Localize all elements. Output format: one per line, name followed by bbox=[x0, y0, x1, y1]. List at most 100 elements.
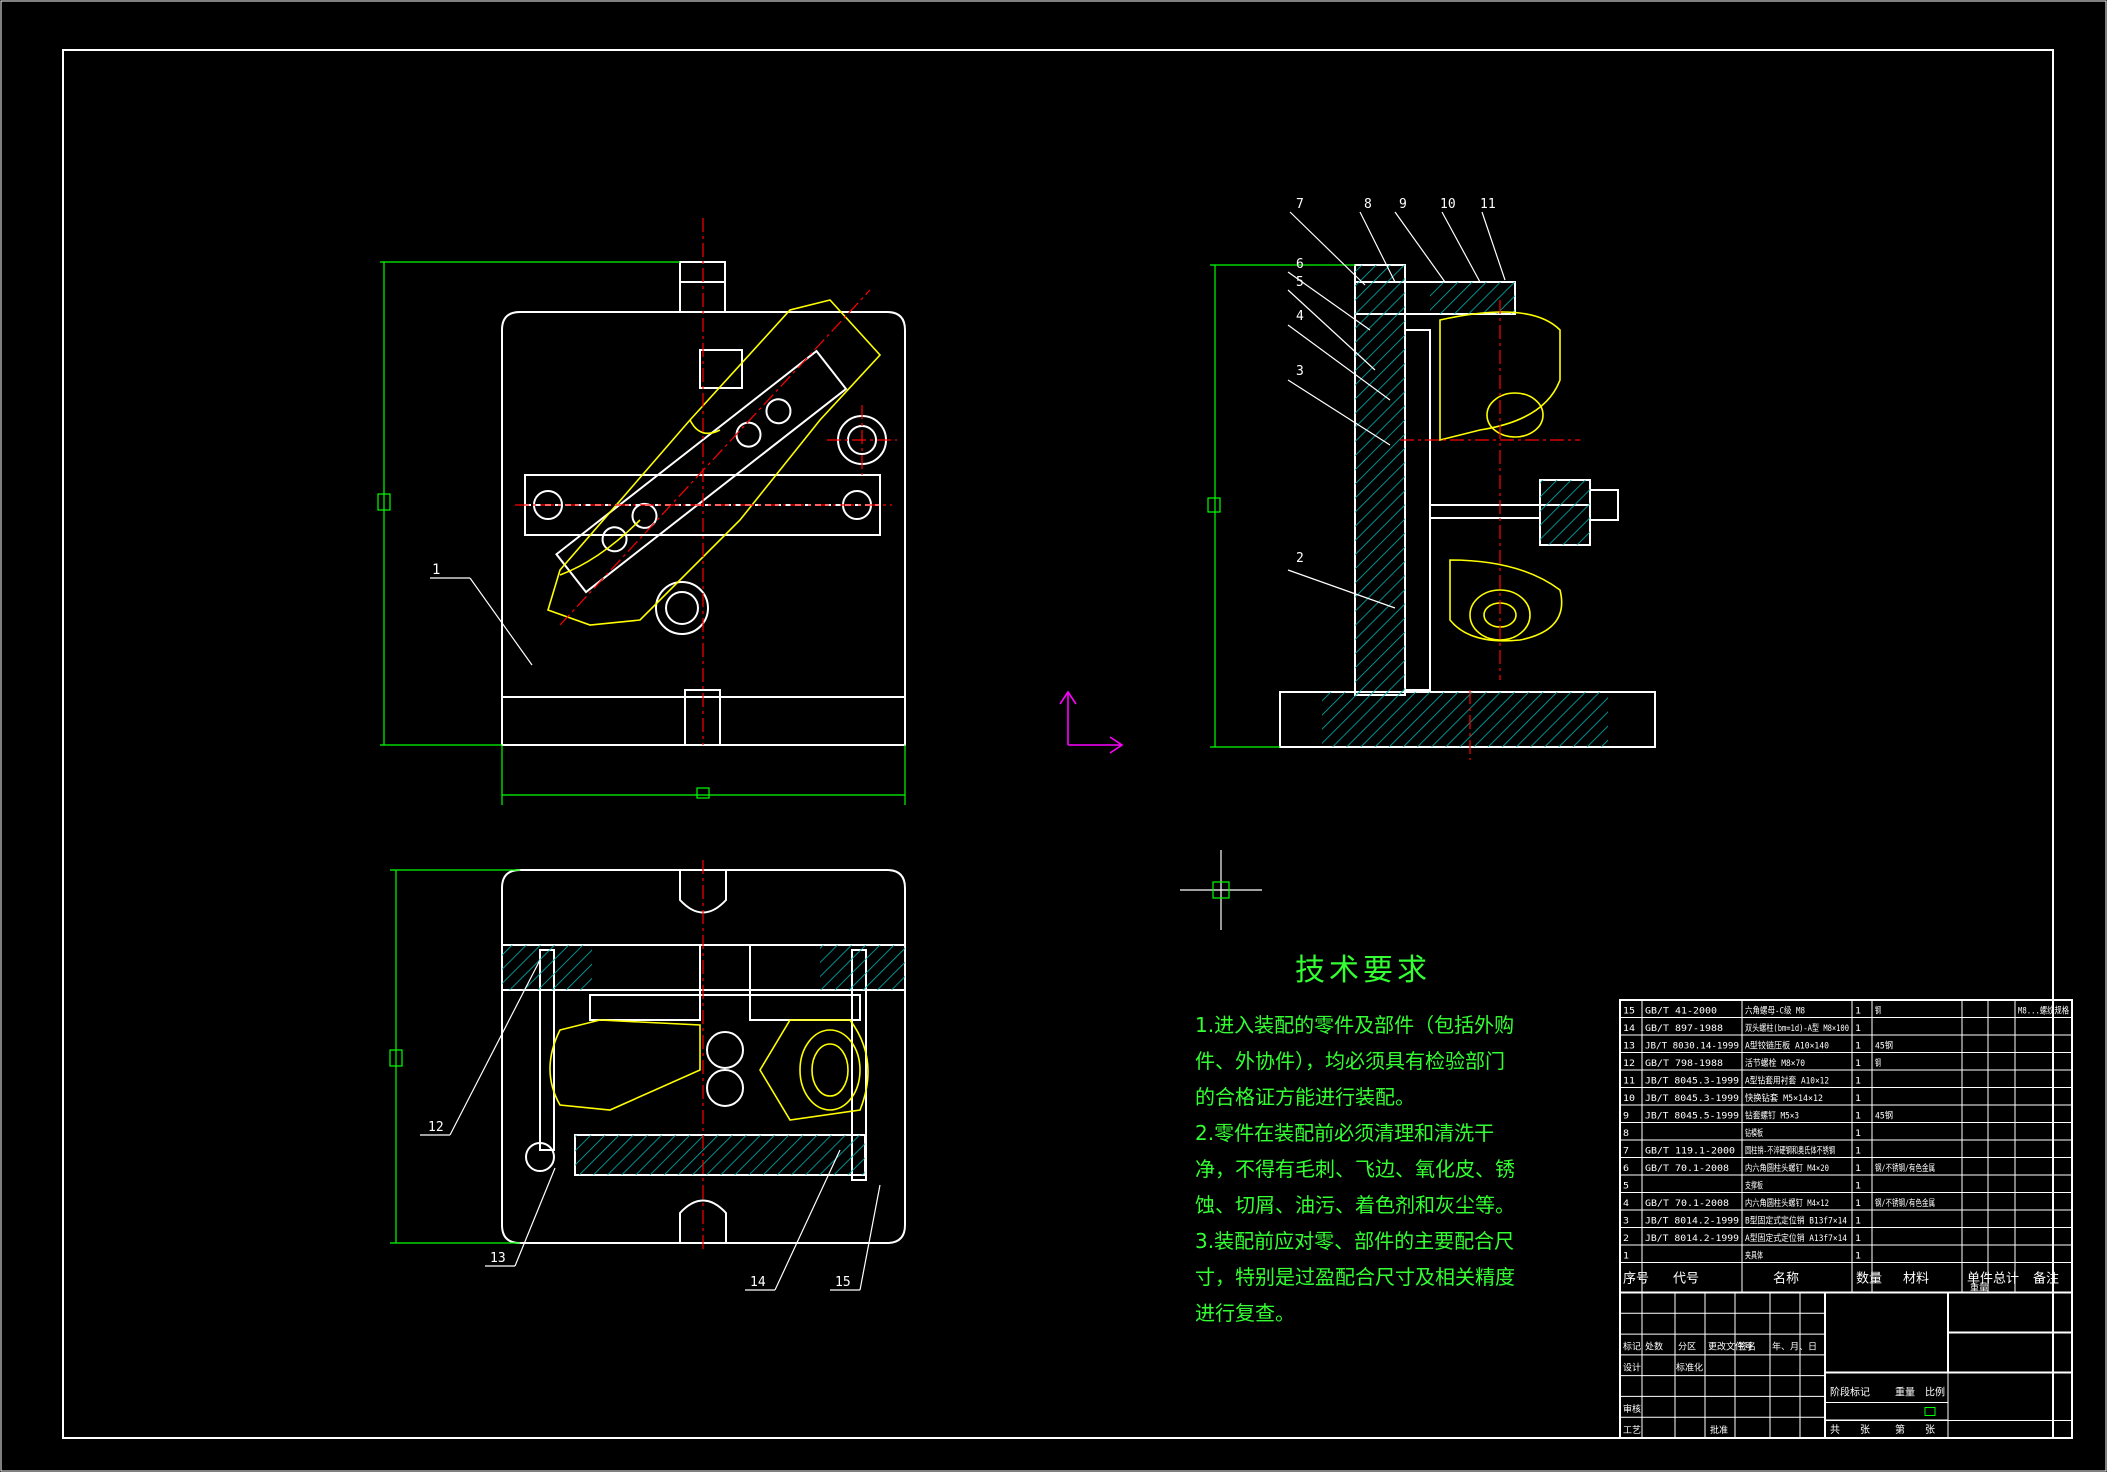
side-view[interactable] bbox=[1279, 264, 1656, 748]
bom-cell: JB/T 8014.2-1999 bbox=[1645, 1234, 1739, 1244]
balloon-14: 14 bbox=[750, 1275, 766, 1290]
title-block-label: 共 bbox=[1830, 1424, 1840, 1436]
bom-cell: 1 bbox=[1855, 1129, 1861, 1139]
balloon-2: 2 bbox=[1296, 551, 1304, 566]
bom-cell: 圆柱销-不淬硬钢和奥氏体不锈钢 bbox=[1745, 1145, 1835, 1157]
bom-cell: 钢 bbox=[1875, 1005, 1881, 1017]
title-block-label: 处数 bbox=[1645, 1341, 1663, 1353]
title-block: 标记处数分区更改文件号签名年、月、日设计标准化审核工艺批准阶段标记重量比例共张第… bbox=[1619, 1291, 2073, 1439]
bom-header: 序号 bbox=[1623, 1272, 1649, 1287]
title-block-label: 工艺 bbox=[1623, 1425, 1641, 1436]
bom-cell: 4 bbox=[1623, 1199, 1629, 1209]
bom-cell: 1 bbox=[1855, 1164, 1861, 1174]
bom-cell: 1 bbox=[1855, 1024, 1861, 1034]
bom-header: 总计 bbox=[1993, 1272, 2019, 1287]
bom-cell: 1 bbox=[1855, 1094, 1861, 1104]
title-block-label: 年、月、日 bbox=[1772, 1341, 1817, 1353]
balloon-12: 12 bbox=[428, 1120, 444, 1135]
title-block-label: 张 bbox=[1860, 1424, 1870, 1436]
bom-cell: 45钢 bbox=[1875, 1110, 1893, 1122]
bom-cell: JB/T 8045.3-1999 bbox=[1645, 1094, 1739, 1104]
bom-cell: 六角螺母-C级 M8 bbox=[1745, 1005, 1805, 1017]
bom-cell: 10 bbox=[1623, 1094, 1635, 1104]
title-block-label: 标准化 bbox=[1676, 1361, 1703, 1373]
bom-cell: M8...螺纹规格 bbox=[2018, 1005, 2069, 1017]
bom-cell: 13 bbox=[1623, 1042, 1635, 1052]
bom-cell: 1 bbox=[1855, 1199, 1861, 1209]
top-dimensions bbox=[389, 869, 520, 1244]
bom-cell: 5 bbox=[1623, 1182, 1629, 1192]
bom-cell: 1 bbox=[1855, 1182, 1861, 1192]
bom-header: 名称 bbox=[1773, 1271, 1799, 1287]
bom-cell: B型固定式定位销 B13f7×14 bbox=[1745, 1215, 1847, 1227]
front-centerlines bbox=[515, 218, 897, 745]
bom-cell: JB/T 8014.2-1999 bbox=[1645, 1217, 1739, 1227]
bom-cell: JB/T 8045.3-1999 bbox=[1645, 1077, 1739, 1087]
bom-cell: 11 bbox=[1623, 1077, 1635, 1087]
bom-cell: GB/T 119.1-2000 bbox=[1645, 1147, 1735, 1157]
side-dimensions bbox=[1207, 264, 1355, 748]
bom-cell: 钢/不锈钢/有色金属 bbox=[1875, 1197, 1935, 1209]
front-dimensions bbox=[377, 261, 906, 805]
side-centerlines bbox=[1400, 300, 1580, 760]
balloon-7: 7 bbox=[1296, 197, 1304, 212]
bom-cell: 钻模板 bbox=[1745, 1127, 1763, 1139]
bom-header: 数量 bbox=[1856, 1272, 1882, 1287]
bom-cell: 45钢 bbox=[1875, 1040, 1893, 1052]
title-block-label: 设计 bbox=[1623, 1361, 1641, 1373]
bom-cell: 1 bbox=[1855, 1007, 1861, 1017]
inner-frame bbox=[62, 49, 2054, 1439]
bom-cell: 内六角圆柱头螺钉 M4×20 bbox=[1745, 1162, 1829, 1174]
title-block-label: 分区 bbox=[1678, 1342, 1696, 1353]
bom-cell: 1 bbox=[1855, 1147, 1861, 1157]
bom-cell: 双头螺柱(bm=1d)-A型 M8×100 bbox=[1745, 1022, 1849, 1034]
bom-header: 重量 bbox=[1970, 1282, 1988, 1294]
balloon-10: 10 bbox=[1440, 197, 1456, 212]
leader-1 bbox=[430, 577, 533, 666]
crosshair-cursor bbox=[1180, 850, 1262, 930]
bom-cell: 12 bbox=[1623, 1059, 1635, 1069]
title-block-label: 第 bbox=[1895, 1423, 1905, 1436]
title-block-label: 比例 bbox=[1925, 1386, 1945, 1399]
balloon-13: 13 bbox=[490, 1251, 506, 1266]
bom-cell: GB/T 70.1-2008 bbox=[1645, 1164, 1729, 1174]
bom-cell: 内六角圆柱头螺钉 M4×12 bbox=[1745, 1197, 1829, 1209]
balloon-15: 15 bbox=[835, 1275, 851, 1290]
bom-cell: 3 bbox=[1623, 1217, 1629, 1227]
bom-cell: JB/T 8030.14-1999 bbox=[1645, 1042, 1739, 1052]
title-block-label: 签名 bbox=[1738, 1341, 1756, 1353]
bom-cell: 快换钻套 M5×14×12 bbox=[1745, 1092, 1823, 1104]
front-workpiece bbox=[547, 299, 882, 626]
side-workpiece bbox=[1439, 311, 1563, 642]
bom-cell: 1 bbox=[1855, 1077, 1861, 1087]
bom-cell: JB/T 8045.5-1999 bbox=[1645, 1112, 1739, 1122]
title-block-label: 张 bbox=[1925, 1424, 1935, 1436]
bom-cell: 1 bbox=[1855, 1112, 1861, 1122]
bom-cell: 6 bbox=[1623, 1164, 1629, 1174]
top-workpiece bbox=[549, 1019, 869, 1121]
bom-cell: 15 bbox=[1623, 1007, 1635, 1017]
bom-cell: 14 bbox=[1623, 1024, 1635, 1034]
requirement-item: 2.零件在装配前必须清理和清洗干净，不得有毛刺、飞边、氧化皮、锈蚀、切屑、油污、… bbox=[1195, 1121, 1515, 1217]
bom-header: 备注 bbox=[2033, 1271, 2059, 1287]
title-block-label: 标记 bbox=[1623, 1341, 1641, 1353]
title-block-label: 批准 bbox=[1710, 1424, 1728, 1436]
technical-requirements: 技术要求 1.进入装配的零件及部件（包括外购件、外协件），均必须具有检验部门的合… bbox=[1195, 945, 1515, 1331]
bom-cell: GB/T 70.1-2008 bbox=[1645, 1199, 1729, 1209]
bom-cell: 钢 bbox=[1875, 1057, 1881, 1069]
bom-cell: 9 bbox=[1623, 1112, 1629, 1122]
requirement-item: 1.进入装配的零件及部件（包括外购件、外协件），均必须具有检验部门的合格证方能进… bbox=[1195, 1013, 1515, 1109]
balloon-8: 8 bbox=[1364, 197, 1372, 212]
side-leaders bbox=[1287, 211, 1506, 609]
technical-requirements-title: 技术要求 bbox=[1295, 953, 1431, 988]
bom-cell: 夹具体 bbox=[1745, 1250, 1763, 1262]
bom-cell: GB/T 798-1988 bbox=[1645, 1059, 1723, 1069]
balloon-9: 9 bbox=[1399, 197, 1407, 212]
balloon-6: 6 bbox=[1296, 257, 1304, 272]
bom-cell: 活节螺栓 M8×70 bbox=[1745, 1057, 1805, 1069]
title-block-label: 审核 bbox=[1623, 1403, 1641, 1415]
bom-cell: A型铰链压板 A10×140 bbox=[1745, 1040, 1829, 1052]
balloon-3: 3 bbox=[1296, 364, 1304, 379]
